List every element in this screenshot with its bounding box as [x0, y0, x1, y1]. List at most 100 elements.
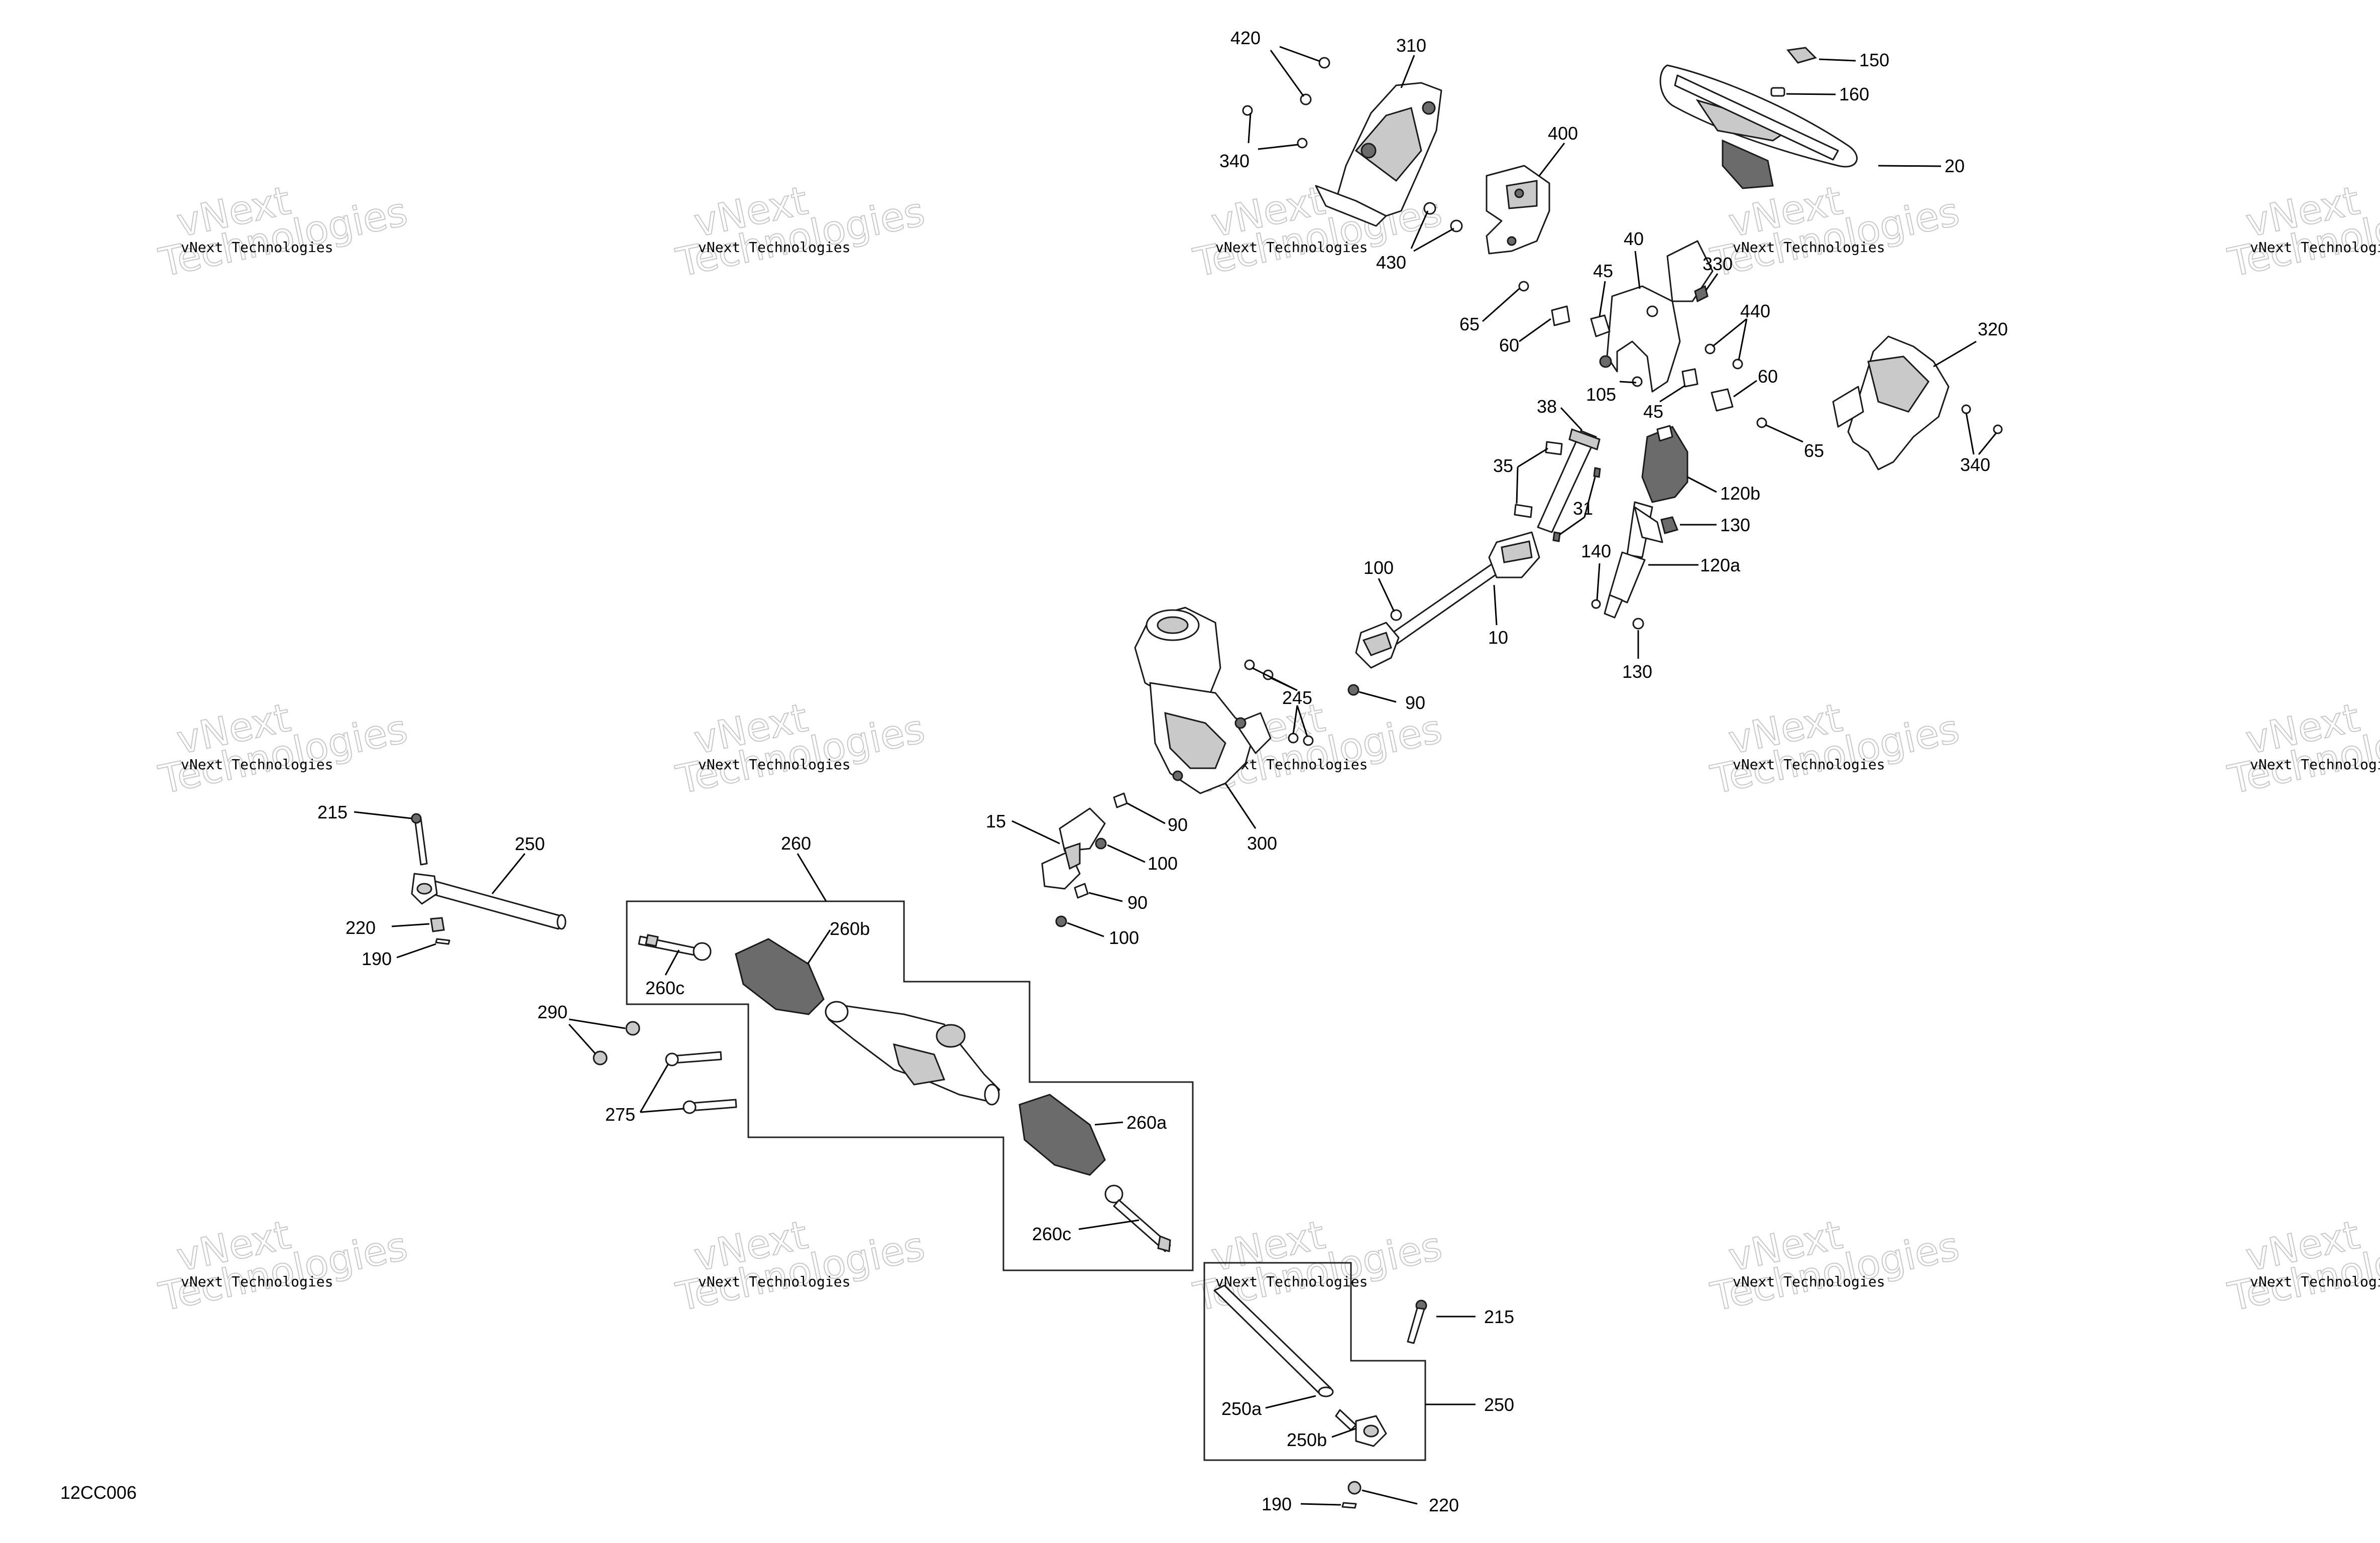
callout-100: 100 [1148, 853, 1178, 874]
callout-65: 65 [1459, 314, 1480, 334]
callout-250: 250 [515, 834, 545, 854]
callout-250: 250 [1484, 1394, 1514, 1415]
callout-340: 340 [1219, 151, 1250, 171]
boot-260b [735, 938, 825, 1015]
callout-35: 35 [1493, 455, 1513, 476]
column-cover-320 [1832, 335, 2003, 470]
callout-15: 15 [986, 811, 1006, 832]
bolts-245 [1244, 659, 1314, 746]
callout-260a: 260a [1126, 1112, 1167, 1133]
callout-45: 45 [1593, 261, 1613, 281]
bushing-35 [1514, 441, 1563, 518]
svg-text:vNext Technologies: vNext Technologies [181, 756, 333, 773]
callout-190: 190 [362, 948, 392, 969]
callout-38: 38 [1537, 396, 1557, 417]
svg-text:vNext Technologies: vNext Technologies [1733, 1273, 1885, 1290]
callout-430: 430 [1376, 252, 1406, 273]
inner-tie-rod-260c-right [1104, 1184, 1171, 1252]
watermark: vNext Technologies vNext Technologies [155, 1212, 412, 1321]
svg-text:vNext Technologies: vNext Technologies [2250, 756, 2380, 773]
power-steering-unit-300 [1134, 607, 1272, 794]
tie-rod-250-left [411, 873, 566, 930]
callout-45: 45 [1643, 401, 1663, 422]
tie-rod-250a [1213, 1284, 1334, 1397]
pin-190-right [1341, 1502, 1357, 1509]
svg-text:vNext Technologies: vNext Technologies [2250, 1273, 2380, 1290]
svg-text:vNext Technologies: vNext Technologies [698, 756, 850, 773]
nut-160 [1770, 87, 1785, 97]
inner-tie-rod-260c-left [638, 934, 712, 961]
nuts-100-90-top [1347, 609, 1402, 696]
tie-rod-group-frame [1203, 1262, 1426, 1461]
nuts-290 [593, 1021, 640, 1065]
nut-220-left [430, 917, 445, 932]
callout-150: 150 [1859, 50, 1889, 70]
callout-245: 245 [1282, 687, 1312, 708]
diagram-code: 12CC006 [60, 1482, 137, 1503]
callout-160: 160 [1839, 84, 1869, 104]
watermark: vNext Technologies vNext Technologies [1707, 695, 1964, 803]
callout-260c: 260c [1032, 1224, 1071, 1244]
svg-text:vNext Technologies: vNext Technologies [181, 1273, 333, 1290]
callout-60: 60 [1758, 366, 1778, 387]
callout-100: 100 [1364, 557, 1394, 578]
clip-31 [1552, 467, 1601, 542]
tilt-bracket-40 [1606, 240, 1714, 393]
gas-strut-120a [1604, 501, 1663, 619]
watermark: vNext Technologies vNext Technologies [1189, 1212, 1446, 1321]
callout-60: 60 [1499, 335, 1519, 355]
bolt-215-left [411, 813, 428, 866]
watermark: vNext Technologies vNext Technologies [1707, 1212, 1964, 1321]
callout-31: 31 [1573, 498, 1593, 519]
callout-215: 215 [317, 802, 348, 822]
nut-220-right [1347, 1481, 1362, 1495]
column-support-310 [1315, 82, 1442, 227]
callout-130: 130 [1622, 661, 1652, 682]
bolt-330 [1694, 285, 1709, 303]
steering-wheel-20 [1659, 64, 1858, 189]
bushings [1518, 281, 1767, 428]
callout-440: 440 [1740, 301, 1770, 321]
callout-340: 340 [1960, 454, 1990, 475]
callout-275: 275 [605, 1104, 635, 1125]
intermediate-shaft-10 [1355, 531, 1540, 669]
callout-100: 100 [1109, 927, 1139, 948]
callout-labels: 420 310 340 430 400 150 160 20 40 330 45… [317, 28, 2008, 1515]
bracket-400 [1486, 165, 1550, 255]
callout-130: 130 [1720, 515, 1750, 535]
callout-215: 215 [1484, 1307, 1514, 1327]
callout-320: 320 [1978, 319, 2008, 339]
callout-20: 20 [1945, 156, 1965, 176]
callout-120b: 120b [1720, 483, 1760, 504]
svg-text:vNext Technologies: vNext Technologies [1215, 1273, 1368, 1290]
tilt-boot-120b [1641, 425, 1688, 503]
callout-260b: 260b [830, 918, 870, 939]
cap-150 [1786, 47, 1817, 64]
callout-90: 90 [1405, 692, 1425, 713]
callout-420: 420 [1230, 28, 1261, 48]
rack-housing-260 [825, 1001, 1000, 1106]
callout-290: 290 [537, 1002, 568, 1022]
leader-lines [354, 46, 1997, 1506]
svg-text:vNext Technologies: vNext Technologies [1733, 756, 1885, 773]
pin-190-left [435, 938, 450, 945]
bolt-215-right [1407, 1299, 1427, 1344]
callout-120a: 120a [1700, 555, 1741, 575]
callout-90: 90 [1168, 814, 1188, 835]
rack-group-frame [626, 900, 1194, 1271]
svg-text:vNext Technologies: vNext Technologies [181, 239, 333, 256]
watermark: vNext Technologies vNext Technologies [2224, 1212, 2380, 1321]
u-joint-15 [1041, 807, 1106, 890]
callout-260: 260 [781, 833, 811, 854]
callout-10: 10 [1488, 627, 1508, 648]
column-upper-shaft-38 [1537, 428, 1601, 533]
watermark: vNext Technologies vNext Technologies [155, 695, 412, 803]
watermark: vNext Technologies vNext Technologies [672, 1212, 929, 1321]
callout-65: 65 [1804, 440, 1824, 461]
fasteners-90-100-lower [1055, 792, 1128, 927]
boot-260a [1018, 1094, 1106, 1176]
callout-105: 105 [1586, 384, 1616, 405]
watermark: vNext Technologies vNext Technologies [2224, 178, 2380, 286]
callout-330: 330 [1703, 254, 1733, 274]
